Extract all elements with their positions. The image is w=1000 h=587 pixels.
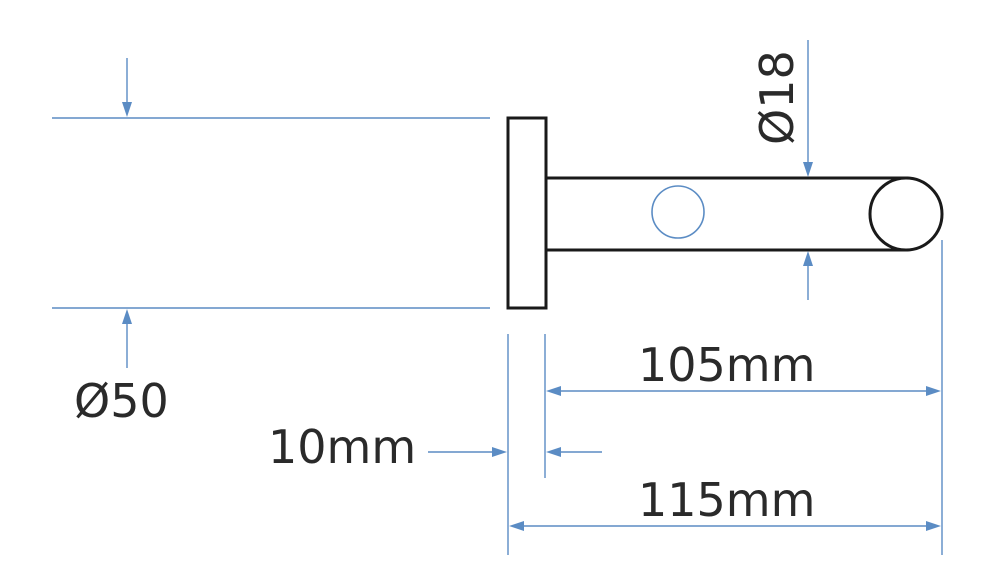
total-length-left-arrow: [509, 521, 524, 531]
thickness-left-arrow: [492, 447, 507, 457]
rod-body: [543, 176, 909, 252]
rod-end-cap: [868, 176, 944, 252]
thickness-right-arrow: [546, 447, 561, 457]
plate-thickness-label: 10mm: [268, 420, 416, 474]
plate-bottom-arrow: [122, 309, 132, 324]
screw-hole: [651, 185, 705, 239]
mounting-plate: [506, 116, 548, 310]
rod-length-label: 105mm: [638, 338, 815, 392]
total-length-label: 115mm: [638, 473, 815, 527]
rod-diameter-dimension: Ø18: [750, 40, 813, 300]
total-length-right-arrow: [926, 521, 941, 531]
part-outline: [506, 116, 944, 310]
plate-diameter-label: Ø50: [74, 374, 169, 428]
rod-bottom-arrow: [803, 251, 813, 266]
rod-length-left-arrow: [546, 386, 561, 396]
rod-diameter-label: Ø18: [750, 50, 804, 145]
rod-length-right-arrow: [926, 386, 941, 396]
total-length-dimension: 115mm: [509, 473, 941, 531]
plate-diameter-dimension: Ø50: [52, 58, 490, 428]
rod-length-dimension: 105mm: [546, 338, 941, 396]
rod-top-arrow: [803, 162, 813, 177]
plate-top-arrow: [122, 102, 132, 117]
plate-thickness-dimension: 10mm: [268, 420, 602, 474]
length-extension-lines: [507, 240, 943, 555]
